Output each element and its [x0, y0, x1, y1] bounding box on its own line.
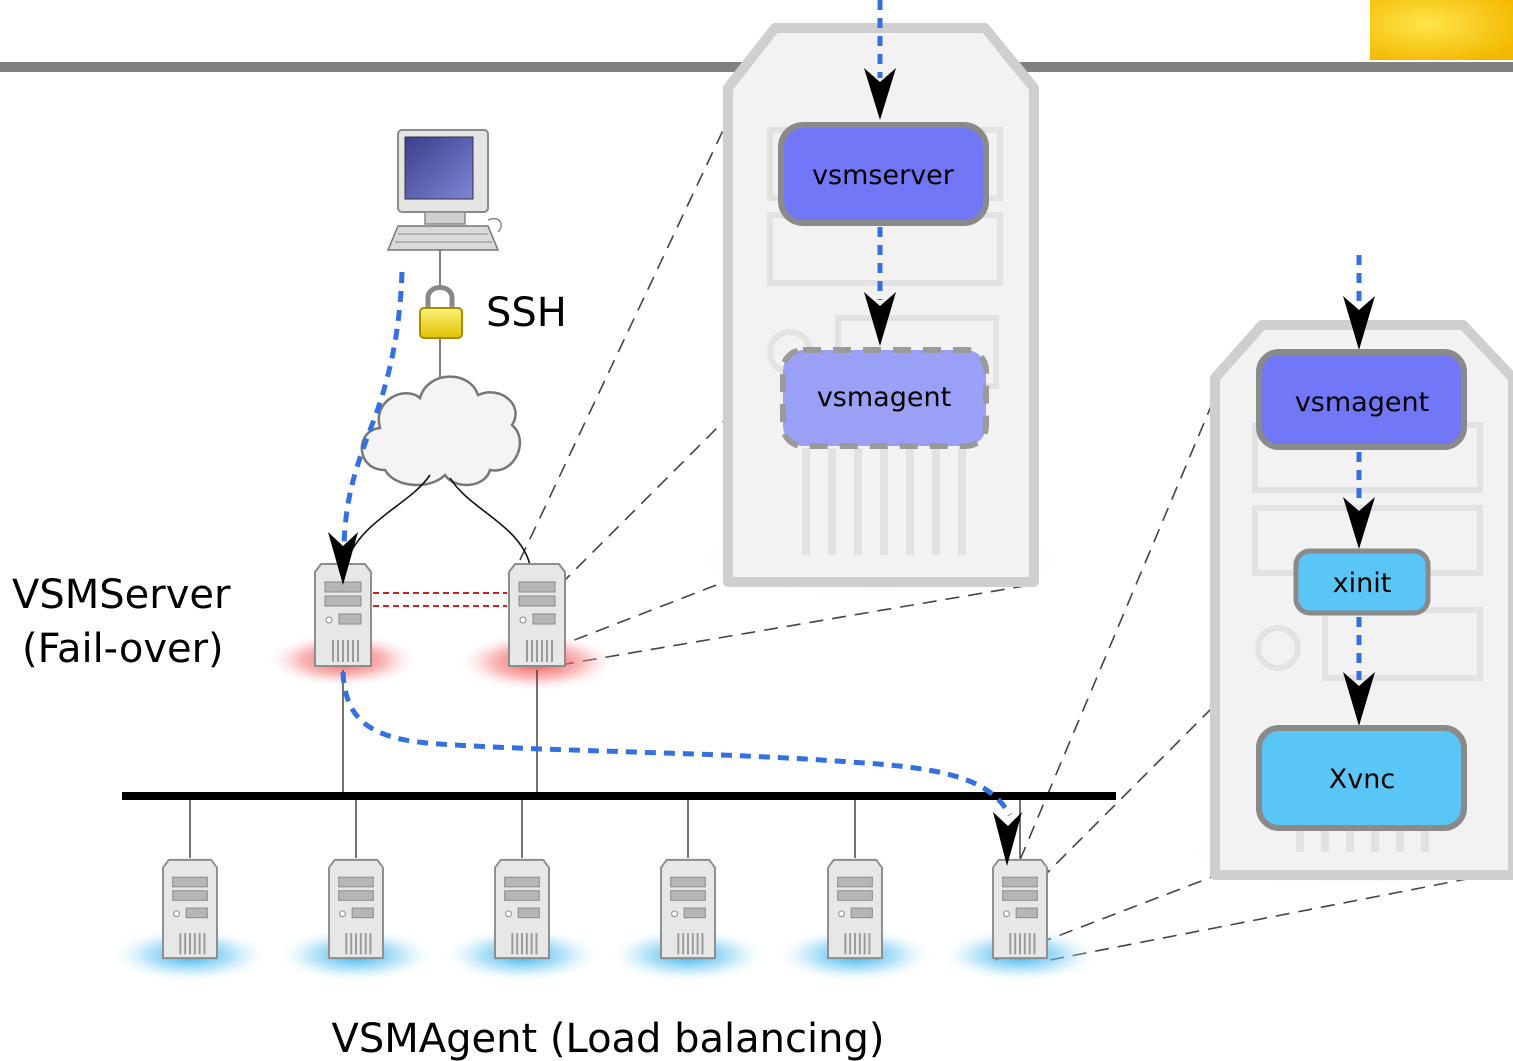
vsmagent-zoom-panel: vsmagent xinit Xvnc — [1180, 255, 1513, 891]
vsmagent-box-dashed — [780, 347, 989, 449]
corner-logo — [1370, 0, 1513, 60]
vsmserver-box-label: vsmserver — [812, 160, 955, 191]
cloud-link-left — [344, 474, 431, 566]
xvnc-box — [1256, 725, 1467, 831]
server-tower-icon — [992, 858, 1048, 960]
agent-drops — [189, 800, 1021, 858]
server-tower-icon — [494, 858, 550, 960]
ssh-label: SSH — [486, 290, 567, 336]
vsmagent-box — [1256, 349, 1467, 450]
agent-glows — [108, 927, 1102, 983]
vsmserver-zoom-panel: vsmserver vsmagent — [690, 0, 1070, 600]
xinit-box — [1293, 548, 1431, 616]
xinit-box-label: xinit — [1333, 568, 1392, 599]
server-tower-icon — [328, 858, 384, 960]
xvnc-box-label: Xvnc — [1329, 764, 1395, 795]
zoom-line — [559, 584, 1031, 666]
zoom-line — [559, 409, 736, 586]
server-tower-icon — [162, 858, 218, 960]
vsmagent-box-dashed-label: vsmagent — [817, 382, 951, 413]
server-tower-icon — [508, 563, 566, 667]
zoom-line — [1039, 699, 1221, 881]
zoom-line — [509, 569, 756, 666]
desktop-computer-icon — [386, 129, 502, 251]
zoom-line — [519, 104, 736, 561]
request-flow-path — [328, 271, 1022, 866]
zoom-line — [994, 869, 1231, 961]
vsmserver-box — [778, 122, 989, 226]
vsmserver-label-line2: (Fail-over) — [22, 626, 224, 672]
failover-link — [373, 592, 507, 607]
network-bus — [122, 792, 1116, 800]
zoom-lines — [509, 104, 1513, 961]
server-tower-icon — [660, 858, 716, 960]
cloud-link-right — [449, 477, 531, 566]
zoom-line — [1019, 384, 1221, 861]
vsmserver-label-line1: VSMServer — [12, 572, 231, 618]
padlock-icon — [419, 285, 463, 339]
vsmagent-box-label: vsmagent — [1295, 387, 1429, 418]
server-tower-icon — [827, 858, 883, 960]
vsmagent-group-label: VSMAgent (Load balancing) — [332, 1016, 885, 1061]
